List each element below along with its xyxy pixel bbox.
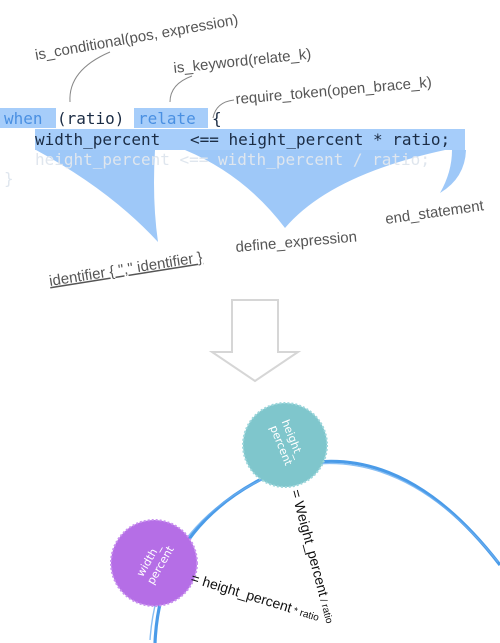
node-height-percent [243,403,327,487]
annotation-define-expression: define_expression [235,228,358,256]
node-width-percent-edge [110,519,198,607]
annotation-require-token: require_token(open_brace_k) [235,74,433,108]
highlight-relate [134,108,208,128]
edge-label-height: = Weight_percent / ratio [288,488,339,626]
code-line3: height_percent <== width_percent / ratio… [35,150,430,169]
highlight-line2 [35,129,465,150]
code-open-brace: { [212,109,222,128]
code-line2-lhs: width_percent [35,130,160,149]
edge-label-height-ratio: / ratio [317,595,335,625]
code-paren: (ratio) [57,109,124,128]
annotation-is-keyword: is_keyword(relate_k) [173,46,312,77]
down-arrow-icon [208,299,302,383]
leader-is-conditional [69,51,111,103]
code-line2-rhs: <== height_percent * ratio; [190,130,450,149]
edge-label-width-main: = height_percent [189,570,294,616]
leader-require-token [212,99,235,119]
code-relate: relate [138,109,196,128]
edge-label-width: = height_percent * ratio [189,570,322,624]
funnel-identifier [36,150,158,242]
highlight-when [0,108,56,128]
code-close-brace: } [4,169,14,188]
node-height-percent-edge [242,402,328,488]
edge-label-width-ratio: * ratio [289,605,320,624]
funnel-define-expression [185,150,445,228]
edge-label-height-main: = Weight_percent [288,488,332,598]
annotation-identifier-list: identifier { "," identifier } [48,249,204,290]
code-when: when [4,109,43,128]
leader-is-keyword [169,75,193,103]
annotation-end-statement: end_statement [384,197,485,228]
funnel-end-statement [440,150,466,193]
node-width-percent [111,520,197,606]
